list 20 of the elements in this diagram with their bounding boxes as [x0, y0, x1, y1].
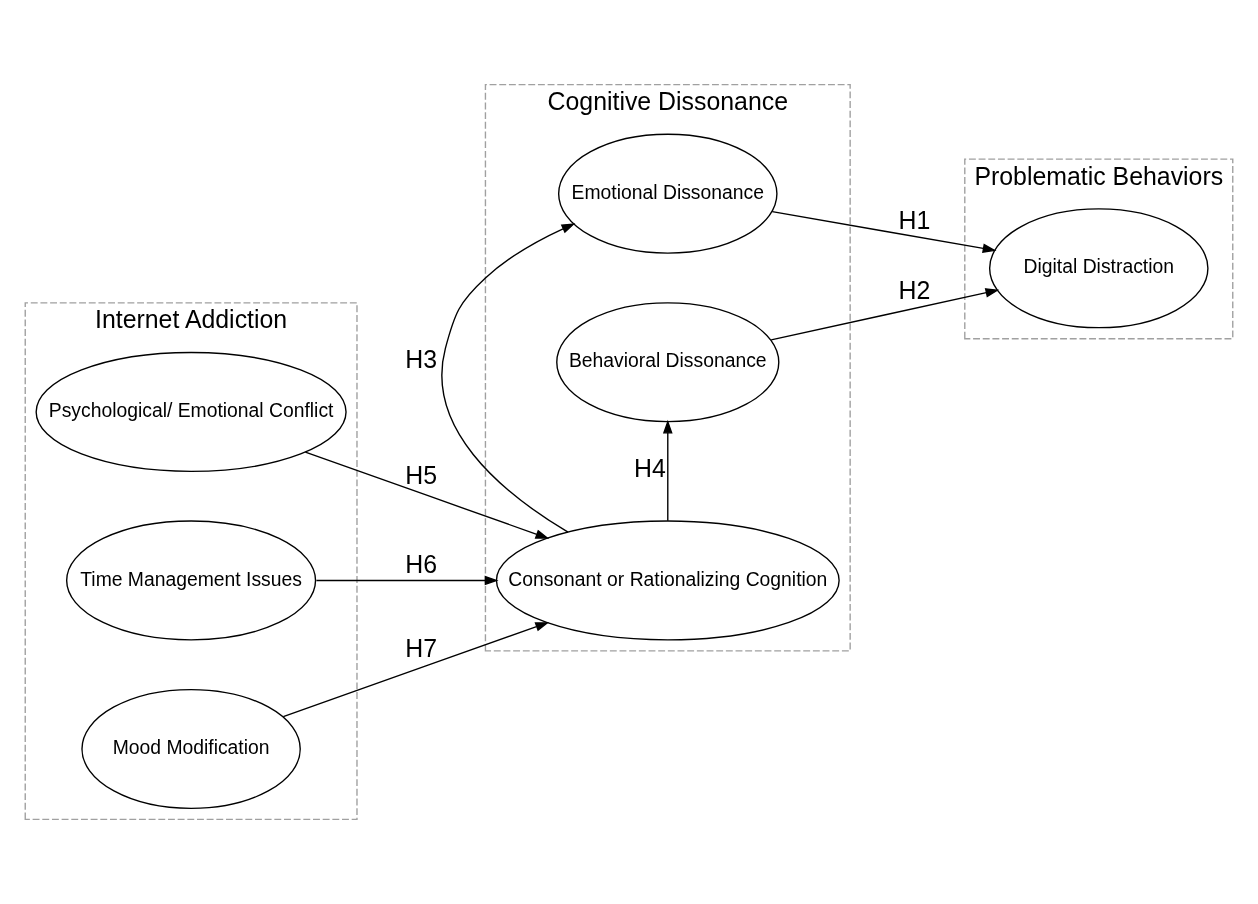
node-ellipse: Time Management Issues	[66, 520, 317, 641]
arrow	[662, 419, 673, 522]
edge-label: H5	[405, 461, 438, 490]
node-ellipse: Psychological/ Emotional Conflict	[35, 351, 347, 473]
node-ellipse: Digital Distraction	[988, 208, 1209, 329]
arrow	[282, 622, 550, 718]
arrow	[771, 210, 997, 254]
node-ellipse: Consonant or Rationalizing Cognition	[495, 520, 840, 641]
node-ellipse: Mood Modification	[81, 688, 301, 810]
arrow	[770, 288, 1000, 341]
arrow	[315, 575, 499, 586]
arrow	[441, 223, 576, 533]
edge-label: H4	[633, 454, 666, 483]
edge-label: H1	[898, 205, 931, 234]
edge-label: H3	[405, 345, 438, 374]
edge-label: H6	[405, 549, 438, 578]
arrow	[304, 451, 550, 539]
node-ellipse: Behavioral Dissonance	[556, 302, 780, 423]
edge-label: H7	[405, 633, 438, 662]
edge-label: H2	[898, 276, 931, 305]
